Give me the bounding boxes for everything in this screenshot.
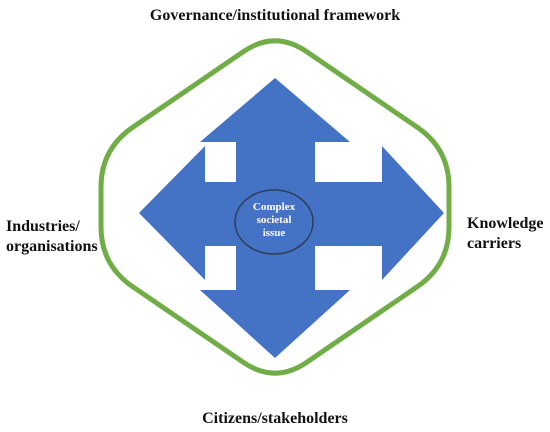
center-text-line-1: Complex <box>253 201 296 213</box>
right-label-line-1: Knowledge <box>467 215 544 232</box>
left-label-line-1: Industries/ <box>6 218 80 235</box>
right-label-knowledge: Knowledge carriers <box>467 214 543 254</box>
center-text-line-2: societal <box>257 214 292 226</box>
left-label-industries: Industries/ organisations <box>6 217 98 257</box>
center-ellipse <box>234 189 314 255</box>
right-label-line-2: carriers <box>467 235 522 252</box>
left-label-line-2: organisations <box>6 238 98 255</box>
top-label-governance: Governance/institutional framework <box>149 7 401 24</box>
center-text-line-3: issue <box>263 227 286 239</box>
diamond-frame <box>98 38 452 376</box>
bottom-label-citizens: Citizens/stakeholders <box>202 410 348 427</box>
